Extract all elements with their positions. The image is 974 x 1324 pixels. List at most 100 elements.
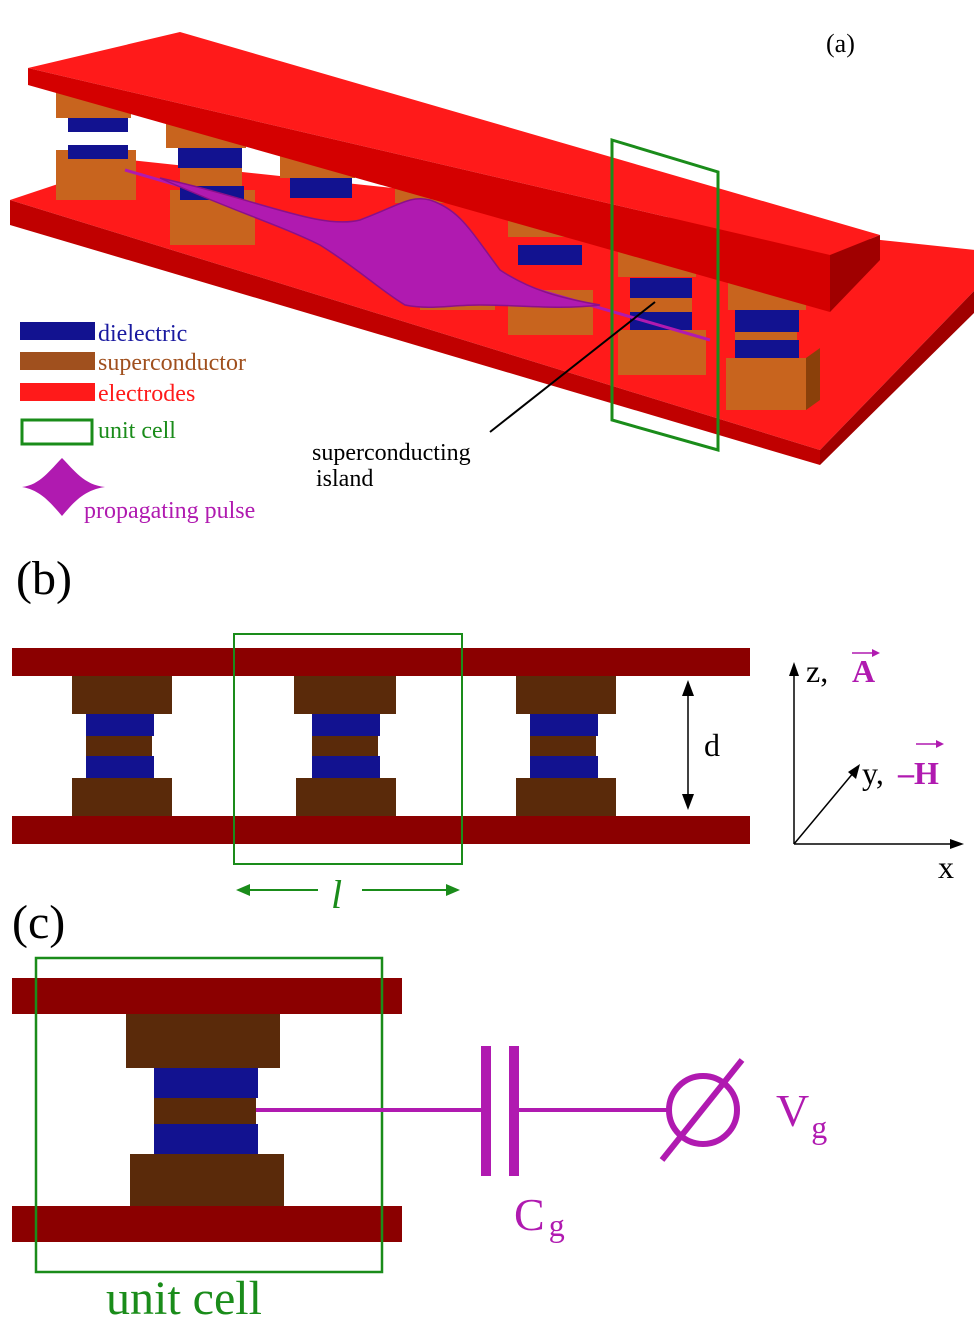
bottom-electrode-c xyxy=(12,1206,402,1242)
legend-label-dielectric: dielectric xyxy=(98,321,187,347)
panel-a-label: (a) xyxy=(826,29,855,58)
sc-island xyxy=(86,736,152,756)
legend-swatch-superconductor xyxy=(20,352,95,370)
legend-swatch-dielectric xyxy=(20,322,95,340)
legend-pulse-icon xyxy=(22,458,105,516)
A-vector-head xyxy=(872,649,880,657)
sc-bottom xyxy=(516,778,616,816)
junction-b-1 xyxy=(72,676,172,816)
sc-bottom xyxy=(296,778,396,816)
top-electrode-b xyxy=(12,648,750,676)
sc-island xyxy=(312,736,378,756)
junction-c xyxy=(126,1014,284,1206)
top-electrode-top xyxy=(28,32,880,255)
dielectric-top xyxy=(312,714,380,736)
volt-label-sub: g xyxy=(811,1109,827,1145)
dielectric-bottom xyxy=(312,756,380,778)
sc-island-c xyxy=(154,1098,256,1124)
axes-triad: z, A y, –H x xyxy=(789,649,964,885)
junction-b-3 xyxy=(516,676,616,816)
z-arrowhead xyxy=(789,662,799,676)
x-arrowhead xyxy=(950,839,964,849)
sc-top xyxy=(72,676,172,714)
dielectric-top-c xyxy=(154,1068,258,1098)
junction-b-2 xyxy=(294,676,396,816)
top-electrode-front xyxy=(28,68,830,312)
l-label: l xyxy=(331,872,342,917)
stack-dielectric xyxy=(178,148,242,168)
stack-side xyxy=(806,348,820,410)
stack-dielectric xyxy=(735,340,799,358)
voltage-source-slash xyxy=(659,1058,745,1162)
annotation-superconducting: superconducting xyxy=(312,440,471,466)
legend-label-superconductor: superconductor xyxy=(98,350,246,376)
bottom-electrode-side xyxy=(820,291,974,465)
stack-island xyxy=(630,298,692,312)
top-electrode-side xyxy=(830,235,880,312)
panel-b: (b) xyxy=(12,552,964,917)
dielectric-top xyxy=(530,714,598,736)
island-pointer xyxy=(489,301,656,433)
y-arrowhead xyxy=(848,764,860,779)
stack-dielectric xyxy=(290,178,352,198)
volt-label-main: V xyxy=(776,1085,809,1136)
axis-x-label: x xyxy=(938,849,954,885)
stack-island xyxy=(735,332,797,340)
dielectric-bottom xyxy=(86,756,154,778)
axis-y-label: y, xyxy=(862,755,884,791)
annotation-island: island xyxy=(316,466,373,492)
sc-top xyxy=(294,676,396,714)
stack-base xyxy=(618,330,706,375)
top-electrode-c xyxy=(12,978,402,1014)
sc-top-c xyxy=(126,1014,280,1068)
unit-cell-label-c: unit cell xyxy=(106,1272,262,1324)
legend-swatch-unit-cell xyxy=(20,418,94,446)
l-arrowhead-left xyxy=(236,884,250,896)
volt-label: Vg xyxy=(776,1085,827,1145)
axis-z-label: z, xyxy=(806,653,828,689)
voltage-source-circle xyxy=(666,1073,740,1147)
d-dimension: d xyxy=(682,680,720,810)
sc-bottom xyxy=(72,778,172,816)
d-arrowhead-bottom xyxy=(682,794,694,810)
l-arrowhead-right xyxy=(446,884,460,896)
y-axis xyxy=(793,771,855,845)
unit-cell-box-c xyxy=(34,956,384,1274)
sc-top xyxy=(516,676,616,714)
axis-A-label: A xyxy=(852,653,875,689)
stack-dielectric xyxy=(630,312,692,332)
pulse-shape xyxy=(159,177,601,308)
stack-dielectric xyxy=(68,145,128,159)
unit-cell-box-b xyxy=(233,633,463,865)
axis-H-label: –H xyxy=(897,755,939,791)
bottom-electrode-b xyxy=(12,816,750,844)
legend-label-pulse: propagating pulse xyxy=(84,498,255,524)
dielectric-bottom-c xyxy=(154,1124,258,1154)
l-dimension: l xyxy=(236,872,460,917)
d-arrowhead-top xyxy=(682,680,694,696)
panel-c-label: (c) xyxy=(12,896,65,949)
sc-island xyxy=(530,736,596,756)
legend-label-unit-cell: unit cell xyxy=(98,418,176,444)
unit-cell-outline-a xyxy=(610,137,720,452)
cap-label-sub: g xyxy=(549,1207,565,1243)
stack-dielectric xyxy=(735,310,799,332)
dielectric-bottom xyxy=(530,756,598,778)
legend-swatch-electrodes xyxy=(20,383,95,401)
stack-dielectric xyxy=(518,245,582,265)
sc-bottom-c xyxy=(130,1154,284,1206)
stack-dielectric xyxy=(68,118,128,132)
dielectric-top xyxy=(86,714,154,736)
panel-a: (a) superconducting island dielectric su… xyxy=(10,29,974,524)
legend: dielectric superconductor electrodes uni… xyxy=(20,321,255,524)
cap-label-main: C xyxy=(514,1189,545,1240)
stack-island xyxy=(180,168,242,186)
bottom-electrode-front xyxy=(10,200,820,465)
stack-base xyxy=(726,358,806,410)
d-label: d xyxy=(704,727,720,763)
legend-label-electrodes: electrodes xyxy=(98,381,195,407)
